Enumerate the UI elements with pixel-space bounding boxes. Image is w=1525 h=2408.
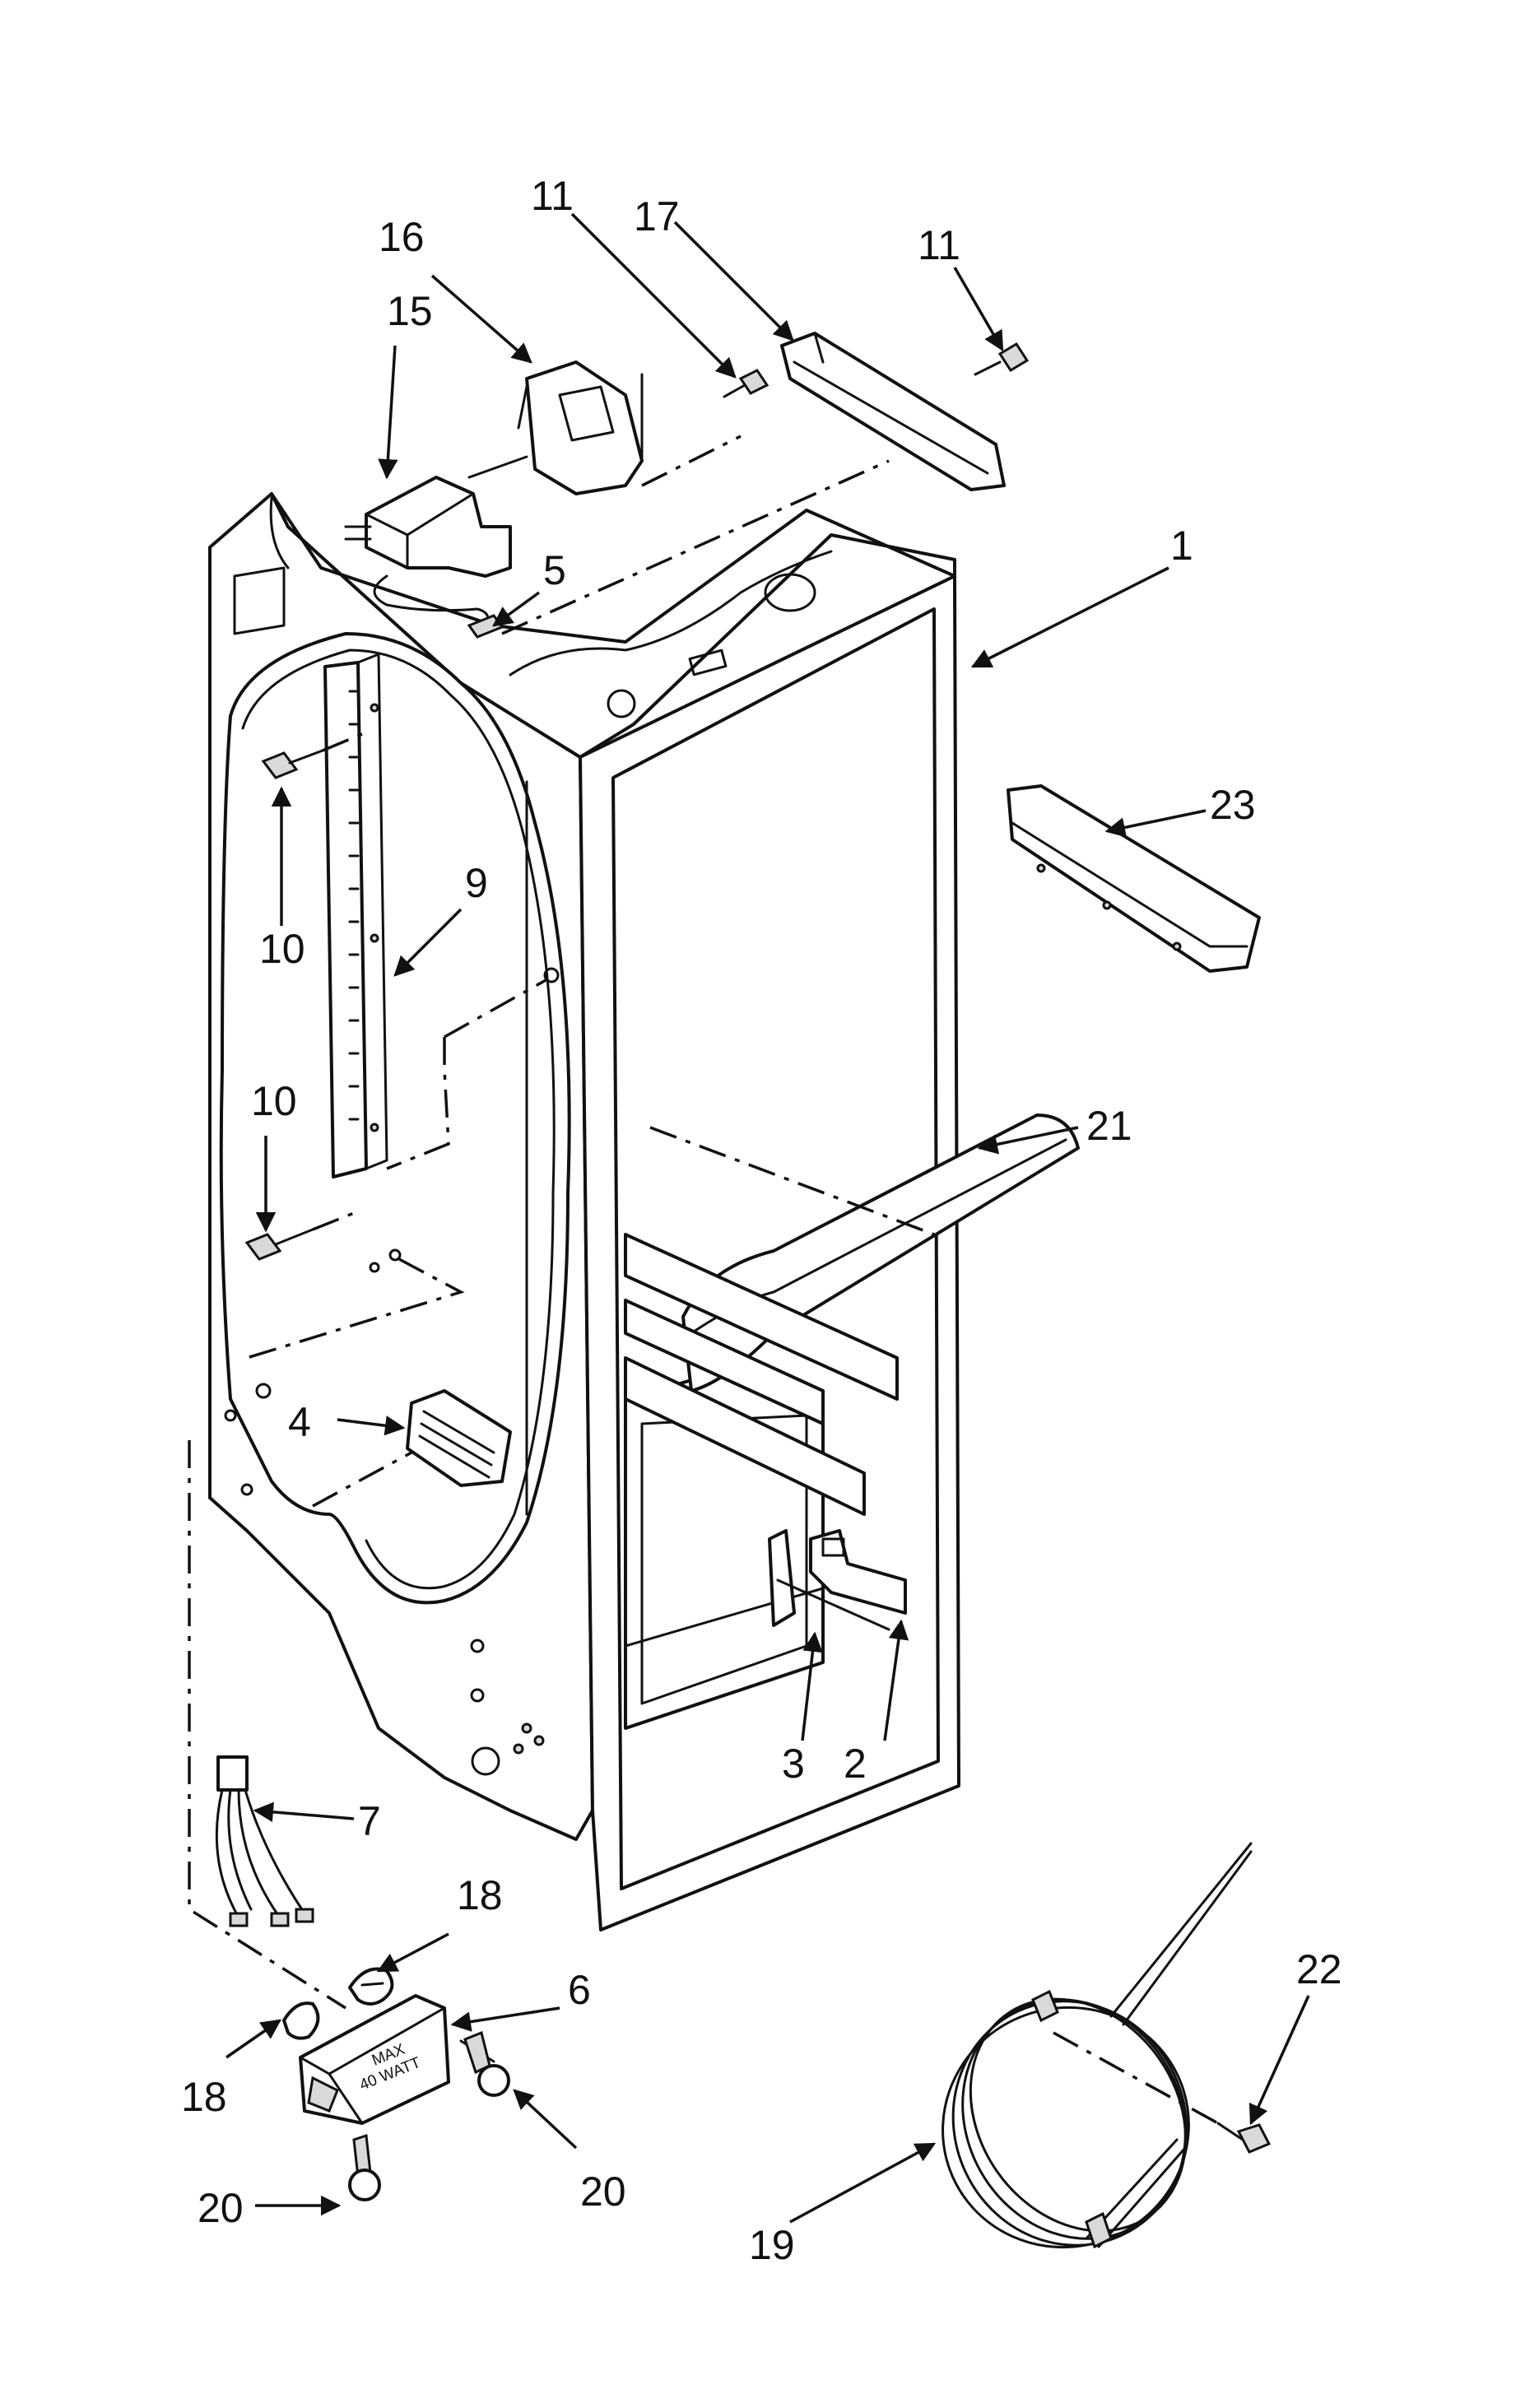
- screw-10-lower: [244, 1211, 465, 1360]
- trim-23: [1007, 784, 1261, 973]
- wire-harness: [188, 1440, 346, 2010]
- bracket-2: [809, 1529, 907, 1615]
- light-housing: MAX 40 WATT: [299, 1994, 450, 2125]
- callout-1: 1: [1170, 523, 1193, 569]
- screw-22: [1216, 2122, 1272, 2154]
- callout-18-lower: 18: [181, 2074, 227, 2120]
- callout-2: 2: [844, 1741, 867, 1787]
- screw-11-right: [974, 342, 1030, 376]
- top-channel: [780, 332, 1006, 491]
- callout-17: 17: [634, 193, 680, 239]
- light-socket: [344, 476, 512, 639]
- callout-7: 7: [358, 1798, 381, 1844]
- callout-15: 15: [387, 288, 433, 334]
- callout-10-lower: 10: [251, 1078, 297, 1124]
- callout-19: 19: [749, 2222, 795, 2268]
- callout-4: 4: [288, 1399, 311, 1445]
- clip-18-upper: [348, 1967, 394, 2006]
- callout-9: 9: [465, 860, 488, 906]
- water-tube-coil: [942, 1842, 1253, 2249]
- callout-21: 21: [1086, 1103, 1132, 1149]
- callout-16: 16: [379, 214, 425, 260]
- callout-20-left: 20: [198, 2185, 244, 2231]
- screw-11-left: [723, 369, 769, 398]
- callout-numbers: 1 2 3 4 5 6 7 9 10 10 11 11 15 16 17 18 …: [181, 173, 1342, 2268]
- callout-6: 6: [568, 1967, 591, 2013]
- callout-11-left: 11: [531, 173, 574, 219]
- bracket-3: [768, 1529, 890, 1631]
- callout-10-upper: 10: [259, 926, 305, 972]
- cabinet-rails: [624, 1233, 899, 1516]
- callout-22: 22: [1296, 1946, 1342, 1992]
- callout-18-upper: 18: [457, 1872, 503, 1918]
- screw-10-upper: [261, 732, 363, 779]
- leader-lines: [225, 212, 1310, 2224]
- shelf-ladder: [323, 653, 560, 1178]
- axis-connector: [501, 459, 890, 635]
- callout-3: 3: [782, 1741, 805, 1787]
- bulb-20-left: [348, 2133, 381, 2201]
- callout-5: 5: [543, 547, 566, 593]
- clip-18-lower: [282, 2001, 320, 2040]
- light-shield: [467, 360, 644, 495]
- bulb-20-right: [459, 2030, 510, 2097]
- callout-11-right: 11: [918, 222, 960, 268]
- axis-shield: [641, 435, 742, 487]
- callout-20-right: 20: [580, 2169, 626, 2215]
- callout-23: 23: [1210, 782, 1256, 828]
- vent-grille: [312, 1389, 512, 1508]
